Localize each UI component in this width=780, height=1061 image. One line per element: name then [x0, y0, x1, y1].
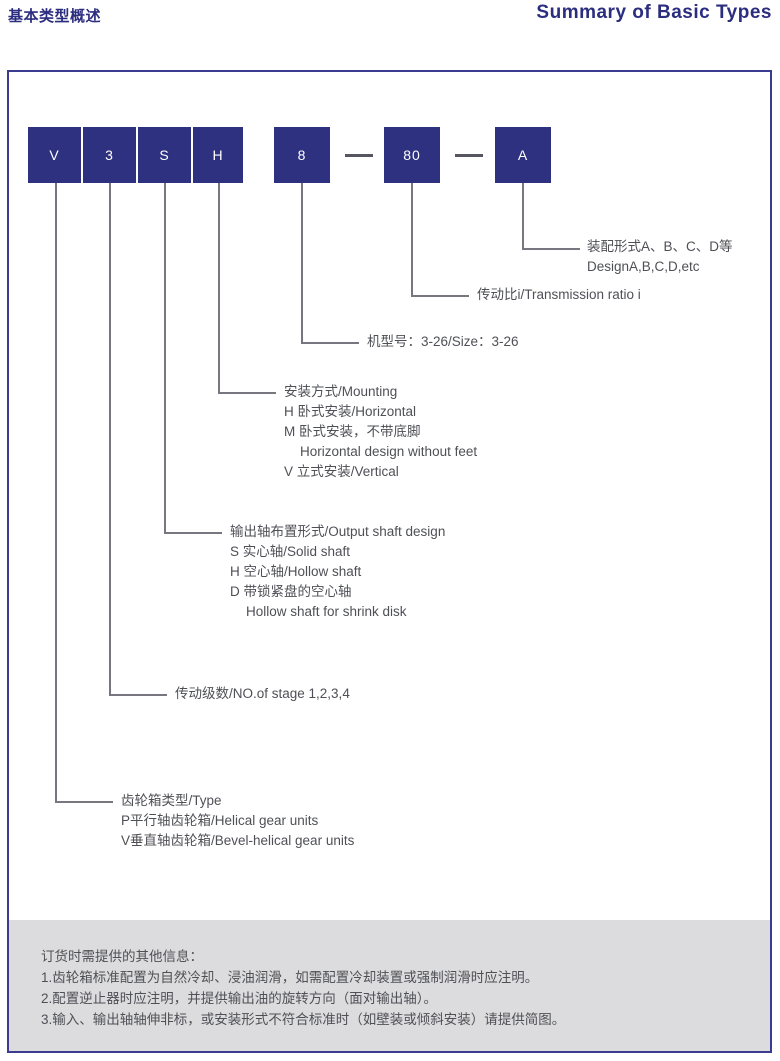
code-box-design[interactable]: A — [495, 127, 551, 183]
legend-line: 传动比i/Transmission ratio i — [477, 287, 641, 302]
code-box-label: 3 — [105, 147, 114, 163]
notes-content: 订货时需提供的其他信息： 1.齿轮箱标准配置为自然冷却、浸油润滑，如需配置冷却装… — [41, 946, 565, 1030]
legend-line: Horizontal design without feet — [300, 444, 478, 459]
legend-line: S 实心轴/Solid shaft — [230, 544, 351, 559]
leader-line-ratio — [411, 183, 413, 296]
legend-line: DesignA,B,C,D,etc — [587, 259, 700, 274]
leader-line-shaft — [164, 183, 166, 533]
legend-line: 齿轮箱类型/Type — [121, 793, 222, 808]
code-box-shaft[interactable]: S — [138, 127, 191, 183]
legend-line: D 带锁紧盘的空心轴 — [230, 584, 352, 599]
leader-line-mounting — [218, 392, 276, 394]
leader-line-ratio — [411, 295, 469, 297]
legend-line: H 卧式安装/Horizontal — [284, 404, 417, 419]
legend-type: 齿轮箱类型/Type P平行轴齿轮箱/Helical gear units V垂… — [121, 791, 354, 851]
legend-mounting: 安装方式/Mounting H 卧式安装/Horizontal M 卧式安装，不… — [284, 382, 477, 482]
legend-stages: 传动级数/NO.of stage 1,2,3,4 — [175, 684, 350, 704]
code-box-label: A — [517, 147, 529, 163]
legend-line: P平行轴齿轮箱/Helical gear units — [121, 813, 319, 828]
code-box-stages[interactable]: 3 — [83, 127, 136, 183]
leader-line-design — [522, 248, 580, 250]
code-box-label: 8 — [297, 147, 307, 163]
leader-line-type — [55, 801, 113, 803]
legend-ratio: 传动比i/Transmission ratio i — [477, 285, 641, 305]
legend-line: 安装方式/Mounting — [284, 384, 398, 399]
legend-line: H 空心轴/Hollow shaft — [230, 564, 362, 579]
code-box-mounting[interactable]: H — [193, 127, 243, 183]
leader-line-size — [301, 183, 303, 343]
notes-line: 3.输入、输出轴轴伸非标，或安装形式不符合标准时（如壁装或倾斜安装）请提供简图。 — [41, 1012, 566, 1027]
legend-line: 输出轴布置形式/Output shaft design — [230, 524, 446, 539]
legend-line: 机型号：3-26/Size：3-26 — [367, 334, 519, 349]
code-box-label: 80 — [403, 147, 421, 163]
page-title-cn: 基本类型概述 — [8, 8, 102, 25]
page-header: 基本类型概述 Summary of Basic Types — [0, 0, 780, 34]
notes-line: 1.齿轮箱标准配置为自然冷却、浸油润滑，如需配置冷却装置或强制润滑时应注明。 — [41, 970, 539, 985]
code-box-divider — [81, 127, 83, 183]
legend-line: 装配形式A、B、C、D等 — [587, 239, 733, 254]
code-box-divider — [191, 127, 193, 183]
content-panel: V 3 S H 8 80 A 装配形式A、B、C、D等 — [7, 70, 772, 1053]
code-separator-dash — [345, 154, 373, 157]
code-separator-dash — [455, 154, 483, 157]
code-box-label: S — [159, 147, 170, 163]
legend-output-shaft: 输出轴布置形式/Output shaft design S 实心轴/Solid … — [230, 522, 445, 622]
code-box-label: V — [49, 147, 60, 163]
legend-line: 传动级数/NO.of stage 1,2,3,4 — [175, 686, 350, 701]
page-title-en: Summary of Basic Types — [536, 2, 772, 23]
legend-line: V 立式安装/Vertical — [284, 464, 399, 479]
legend-line: Hollow shaft for shrink disk — [246, 604, 407, 619]
code-box-size[interactable]: 8 — [274, 127, 330, 183]
leader-line-design — [522, 183, 524, 249]
leader-line-stages — [109, 183, 111, 696]
leader-line-type — [55, 183, 57, 803]
code-box-ratio[interactable]: 80 — [384, 127, 440, 183]
legend-line: M 卧式安装，不带底脚 — [284, 424, 421, 439]
code-box-type[interactable]: V — [28, 127, 81, 183]
notes-title: 订货时需提供的其他信息： — [41, 949, 203, 964]
notes-line: 2.配置逆止器时应注明，并提供输出油的旋转方向（面对输出轴）。 — [41, 991, 438, 1006]
notes-panel: 订货时需提供的其他信息： 1.齿轮箱标准配置为自然冷却、浸油润滑，如需配置冷却装… — [9, 920, 770, 1051]
leader-line-size — [301, 342, 359, 344]
legend-line: V垂直轴齿轮箱/Bevel-helical gear units — [121, 833, 355, 848]
code-box-divider — [136, 127, 138, 183]
leader-line-shaft — [164, 532, 222, 534]
legend-design: 装配形式A、B、C、D等 DesignA,B,C,D,etc — [587, 237, 733, 277]
leader-line-mounting — [218, 183, 220, 393]
legend-size: 机型号：3-26/Size：3-26 — [367, 332, 519, 352]
leader-line-stages — [109, 694, 167, 696]
code-box-label: H — [212, 147, 224, 163]
